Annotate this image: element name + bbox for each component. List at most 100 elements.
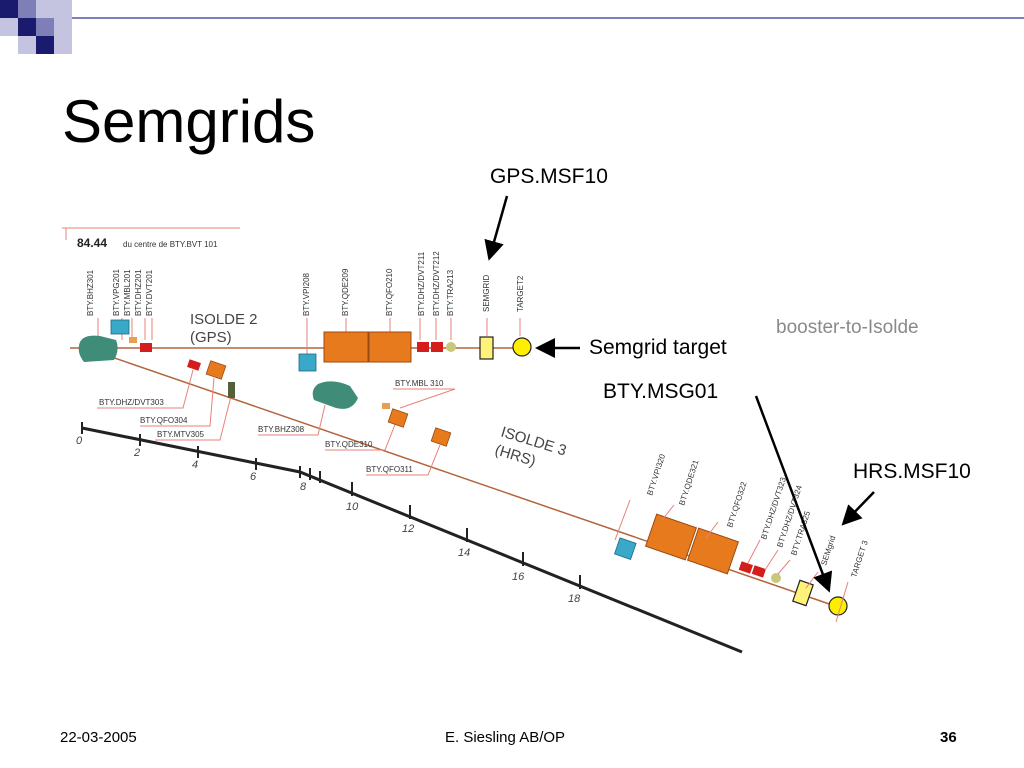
corner-square-mid-2 xyxy=(36,18,54,36)
label-target2: TARGET2 xyxy=(516,275,525,312)
corner-square-light-4 xyxy=(18,36,36,54)
mbl310 xyxy=(382,403,390,409)
callout-semgrid-target: Semgrid target xyxy=(589,336,727,359)
line-label-hrs: ISOLDE 3 (HRS) xyxy=(493,424,569,470)
callout-gps-msf10: GPS.MSF10 xyxy=(490,165,608,188)
quadrupole-qfo304 xyxy=(205,360,227,380)
line-label-gps: ISOLDE 2 (GPS) xyxy=(190,311,258,346)
footer-date: 22-03-2005 xyxy=(60,729,137,746)
corrector-dvt211 xyxy=(417,342,429,352)
corrector-dvt324 xyxy=(751,565,766,578)
label-bty-dhz-dvt211: BTY.DHZ/DVT211 xyxy=(417,251,426,316)
line-gps-sub: (GPS) xyxy=(190,329,232,346)
line-gps-name: ISOLDE 2 xyxy=(190,311,258,328)
bending-magnet-bhz301 xyxy=(78,335,118,362)
lower-labels: BTY.DHZ/DVT303 BTY.QFO304 BTY.MTV305 BTY… xyxy=(99,379,444,474)
semgrid-hrs xyxy=(792,579,814,607)
pump-vpi208 xyxy=(298,353,317,372)
corner-square-light-5 xyxy=(54,36,72,54)
lower-label-connectors xyxy=(97,369,456,476)
footer-page-number: 36 xyxy=(940,729,957,746)
corrector-dvt323 xyxy=(738,561,753,574)
target-hrs xyxy=(828,596,848,616)
mbl201 xyxy=(129,337,137,343)
scale-tick-14: 14 xyxy=(458,547,470,559)
slide-title: Semgrids xyxy=(62,88,316,155)
footer-divider xyxy=(0,720,1024,721)
distance-scale xyxy=(81,422,743,654)
label-bty-mtv305: BTY.MTV305 xyxy=(157,430,205,439)
pump-vpi320 xyxy=(613,537,637,560)
quadrupole-qde310 xyxy=(387,408,409,428)
label-bty-vpi208: BTY.VPI208 xyxy=(302,272,311,316)
callout-bty-msg01: BTY.MSG01 xyxy=(603,380,719,403)
scale-tick-12: 12 xyxy=(402,523,414,535)
footer-author: E. Siesling AB/OP xyxy=(445,729,566,746)
label-bty-qde310: BTY.QDE310 xyxy=(325,440,373,449)
scale-tick-4: 4 xyxy=(192,459,198,471)
label-bty-dhz-dvt212: BTY.DHZ/DVT212 xyxy=(432,251,441,316)
quadrupole-qfo210 xyxy=(368,331,412,363)
bending-magnet-bhz308 xyxy=(312,381,358,409)
label-bty-qfo322: BTY.QFO322 xyxy=(725,480,748,528)
top-marker-value: 84.44 xyxy=(77,236,107,250)
label-bty-dvt201: BTY.DVT201 xyxy=(145,269,154,316)
corner-square-dark-2 xyxy=(18,18,36,36)
corner-square-light-3 xyxy=(54,18,72,36)
gps-element-labels: BTY.BHZ301 BTY.VPG201 BTY.MBL201 BTY.DHZ… xyxy=(86,251,525,316)
scale-tick-0: 0 xyxy=(76,435,83,447)
label-bty-bhz308: BTY.BHZ308 xyxy=(258,425,305,434)
callout-hrs-msf10: HRS.MSF10 xyxy=(853,460,971,483)
label-bty-dhz-dvt303: BTY.DHZ/DVT303 xyxy=(99,398,164,407)
transformer-tra325 xyxy=(771,573,781,583)
label-bty-mbl201: BTY.MBL201 xyxy=(123,269,132,316)
hrs-element-labels: BTY.VPI320 BTY.QDE321 BTY.QFO322 BTY.DHZ… xyxy=(645,452,870,578)
label-bty-tra213: BTY.TRA213 xyxy=(446,269,455,316)
scale-tick-10: 10 xyxy=(346,501,359,513)
label-semgrid-gps: SEMGRID xyxy=(482,274,491,312)
callout-arrows xyxy=(484,195,875,593)
label-bty-qfo304: BTY.QFO304 xyxy=(140,416,188,425)
pump-vpg201 xyxy=(110,319,130,335)
corrector-dhz303 xyxy=(187,359,201,371)
label-bty-vpg201: BTY.VPG201 xyxy=(112,268,121,316)
quadrupole-qfo311 xyxy=(430,427,452,447)
label-bty-qfo311: BTY.QFO311 xyxy=(366,465,413,474)
label-bty-bhz301: BTY.BHZ301 xyxy=(86,269,95,316)
label-bty-mbl310: BTY.MBL 310 xyxy=(395,379,444,388)
arrow-gps-msf10 xyxy=(484,195,509,261)
quadrupole-qde209 xyxy=(323,331,369,363)
quadrupole-qde321 xyxy=(644,513,698,561)
top-marker-note: du centre de BTY.BVT 101 xyxy=(123,240,218,249)
corner-square-dark-1 xyxy=(0,0,18,18)
gps-element-markers xyxy=(97,318,521,355)
brand-label: booster-to-Isolde xyxy=(776,317,919,338)
top-distance-marker: 84.44 du centre de BTY.BVT 101 xyxy=(62,227,240,250)
quadrupole-qfo322 xyxy=(686,527,740,575)
scale-tick-18: 18 xyxy=(568,593,581,605)
label-bty-qde209: BTY.QDE209 xyxy=(341,268,350,316)
scale-tick-6: 6 xyxy=(250,471,257,483)
label-bty-vpi320: BTY.VPI320 xyxy=(645,452,667,496)
label-target3: TARGET 3 xyxy=(849,539,870,579)
label-bty-qfo210: BTY.QFO210 xyxy=(385,268,394,316)
scale-tick-2: 2 xyxy=(133,447,140,459)
scale-tick-16: 16 xyxy=(512,571,525,583)
corrector-dvt212 xyxy=(431,342,443,352)
header-rule xyxy=(72,17,1024,19)
scale-tick-labels: 0 2 4 6 8 10 12 14 16 18 xyxy=(76,435,581,605)
label-semgrid-hrs: SEMgrid xyxy=(819,535,837,567)
corner-square-dark-4 xyxy=(36,36,54,54)
monitor-mtv305 xyxy=(228,382,235,398)
label-bty-qde321: BTY.QDE321 xyxy=(677,458,700,506)
corner-square-light-2 xyxy=(36,0,54,18)
corner-square-mid-1 xyxy=(18,0,36,18)
corner-square-light-1 xyxy=(0,18,18,36)
transformer-tra213 xyxy=(446,342,456,352)
label-bty-dhz201: BTY.DHZ201 xyxy=(134,269,143,316)
corrector-dhz201 xyxy=(140,343,152,352)
corner-square-dark-3 xyxy=(54,0,72,18)
scale-tick-8: 8 xyxy=(300,481,307,493)
semgrid-gps xyxy=(479,336,494,360)
